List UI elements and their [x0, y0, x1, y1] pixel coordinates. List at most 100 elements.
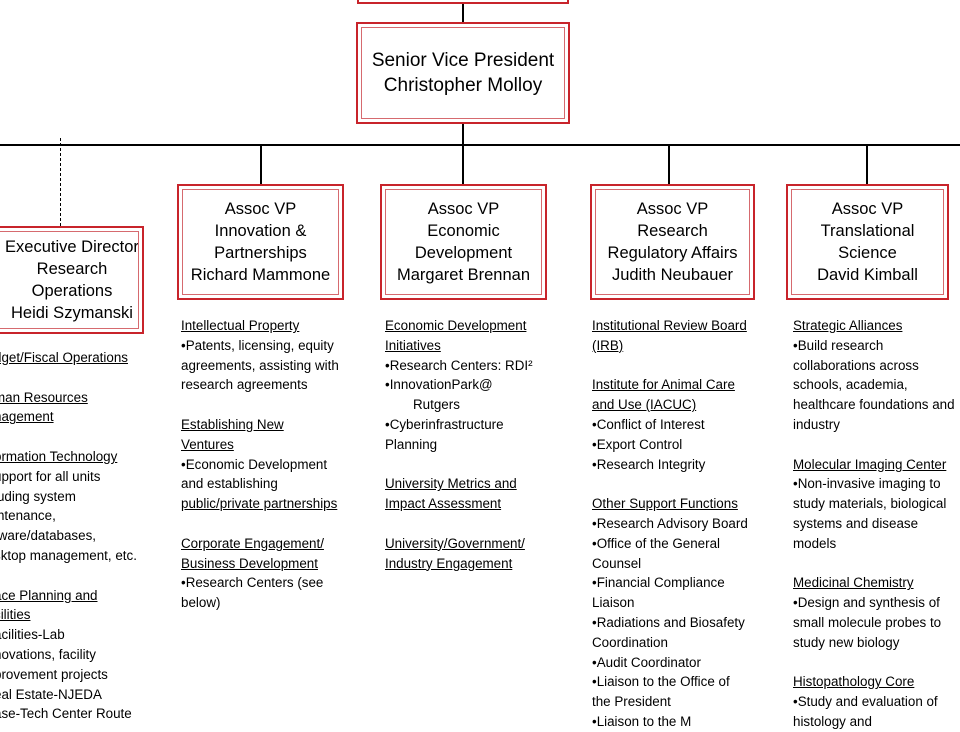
list-item: eal Estate-NJEDA [0, 686, 102, 702]
list-spacer [793, 554, 955, 574]
avp2-line-2: Economic [427, 222, 500, 240]
avp4-line-2: Translational [820, 222, 915, 240]
list-item: collaborations across [793, 357, 919, 373]
list-item: below) [181, 595, 221, 611]
exec-director-box[interactable]: Executive Director Research Operations H… [0, 226, 144, 334]
list-item: study new biology [793, 634, 900, 650]
list-item: •Design and synthesis of [793, 595, 940, 611]
list-item: schools, academia, [793, 377, 908, 393]
section-heading: Institutional Review Board [592, 318, 747, 333]
list-item: •Financial Compliance [592, 575, 725, 591]
section-heading: nagement [0, 409, 54, 425]
list-spacer [0, 427, 137, 447]
avp-innovation-box[interactable]: Assoc VP Innovation & Partnerships Richa… [177, 184, 344, 300]
list-item: Rutgers [413, 397, 460, 413]
section-heading: cilities [0, 607, 31, 623]
section-heading: Ventures [181, 436, 234, 452]
svp-name: Christopher Molloy [383, 75, 543, 96]
list-item: novations, facility [0, 646, 96, 662]
list-item: •Liaison to the M [592, 713, 692, 729]
list-item: models [793, 535, 837, 551]
list-item: •Research Advisory Board [592, 515, 748, 531]
list-item: Counsel [592, 555, 642, 571]
list-item: •Patents, licensing, equity [181, 337, 334, 353]
section-heading: (IRB) [592, 337, 624, 353]
section-heading: Initiatives [385, 337, 441, 353]
list-spacer [385, 514, 533, 534]
list-item: Liaison [592, 595, 635, 611]
section-heading: University/Government/ [385, 535, 525, 551]
list-item: study materials, biological [793, 496, 947, 512]
exec-line-3: Operations [31, 282, 113, 300]
list-item: •InnovationPark@ [385, 377, 493, 393]
connector-horizontal-bus [0, 144, 960, 146]
list-item: •Research Centers: RDI² [385, 357, 533, 373]
avp3-line-1: Assoc VP [636, 200, 709, 218]
svp-box[interactable]: Senior Vice President Christopher Molloy [356, 22, 570, 124]
avp3-line-2: Research [637, 222, 708, 240]
exec-line-2: Research [36, 260, 108, 278]
list-item: research agreements [181, 377, 308, 393]
section-heading: ace Planning and [0, 587, 98, 603]
connector-avp4 [866, 144, 868, 185]
avp1-line-2: Innovation & [214, 222, 307, 240]
exec-line-1: Executive Director [5, 238, 139, 256]
section-heading: ormation Technology [0, 448, 118, 464]
section-heading: public/private partnerships [181, 496, 338, 512]
section-heading: Intellectual Property [181, 318, 300, 333]
list-item: •Build research [793, 337, 884, 353]
avp3-line-3: Regulatory Affairs [607, 244, 738, 262]
section-heading: and Use (IACUC) [592, 397, 697, 413]
exec-line-4: Heidi Szymanski [11, 304, 133, 322]
list-spacer [0, 566, 137, 586]
list-item: sktop management, etc. [0, 547, 137, 563]
section-heading: Business Development [181, 555, 318, 571]
list-item: provement projects [0, 666, 108, 682]
connector-top-stub [462, 0, 464, 22]
list-item: •Cyberinfrastructure [385, 416, 504, 432]
connector-avp1 [260, 144, 262, 185]
list-item: systems and disease [793, 515, 919, 531]
section-heading: Medicinal Chemistry [793, 575, 914, 591]
avp3-line-4: Judith Neubauer [611, 266, 734, 284]
avp2-line-1: Assoc VP [427, 200, 500, 218]
section-heading: Histopathology Core [793, 674, 915, 690]
list-spacer [0, 368, 137, 388]
section-heading: Impact Assessment [385, 496, 502, 512]
innovation-functions-list: Intellectual Property •Patents, licensing… [181, 316, 339, 613]
connector-exec-dashed [60, 138, 61, 226]
avp1-line-1: Assoc VP [224, 200, 297, 218]
list-item: •Research Centers (see [181, 575, 324, 591]
list-item: healthcare foundations and [793, 397, 955, 413]
list-item: Planning [385, 436, 438, 452]
avp4-line-3: Science [838, 244, 897, 262]
avp-economic-box[interactable]: Assoc VP Economic Development Margaret B… [380, 184, 547, 300]
list-item: luding system [0, 488, 76, 504]
list-item: the President [592, 694, 671, 710]
list-item: •Economic Development [181, 456, 328, 472]
list-item: •Export Control [592, 436, 683, 452]
connector-avp2 [462, 144, 464, 185]
avp4-line-4: David Kimball [817, 266, 918, 284]
connector-svp-down [462, 124, 464, 146]
section-heading: Corporate Engagement/ [181, 535, 324, 551]
section-heading: Strategic Alliances [793, 318, 903, 333]
section-heading: Molecular Imaging Center [793, 456, 947, 472]
section-heading: man Resources [0, 389, 88, 405]
list-spacer [385, 455, 533, 475]
section-heading: Economic Development [385, 318, 527, 333]
avp-translational-box[interactable]: Assoc VP Translational Science David Kim… [786, 184, 949, 300]
avp4-line-1: Assoc VP [831, 200, 904, 218]
avp-regulatory-box[interactable]: Assoc VP Research Regulatory Affairs Jud… [590, 184, 755, 300]
list-item: •Office of the General [592, 535, 721, 551]
regulatory-functions-list: Institutional Review Board(IRB)Institute… [592, 316, 748, 732]
section-heading: Establishing New [181, 416, 284, 432]
list-spacer [793, 435, 955, 455]
section-heading: University Metrics and [385, 476, 517, 492]
list-item: •Liaison to the Office of [592, 674, 730, 690]
list-item: •Research Integrity [592, 456, 706, 472]
list-spacer [181, 514, 339, 534]
connector-avp3 [668, 144, 670, 185]
list-item: and establishing [181, 476, 278, 492]
